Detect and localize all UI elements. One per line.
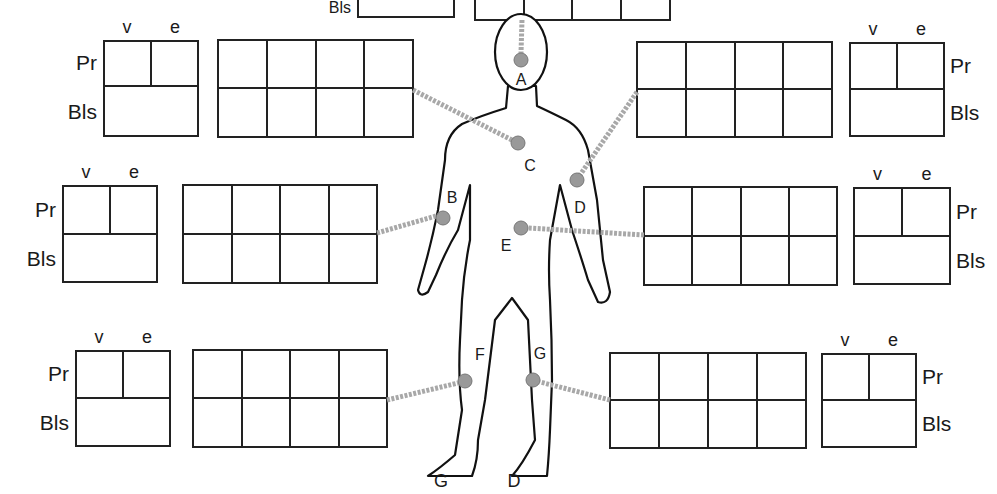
column-heading: e [921,165,931,187]
column-heading: e [129,163,139,185]
row-heading: Bls [945,101,979,124]
measure-table: v ePrBls [821,329,951,448]
column-heading: v [869,20,878,42]
grid-box [193,350,387,447]
leader-line [377,216,436,233]
leader-line [521,20,522,53]
leader-line [528,228,644,235]
grid-box [218,40,413,137]
point-dot [514,53,528,67]
row-heading: Bls [951,249,985,272]
row-heading: Bls [917,412,951,435]
grid-box [610,353,806,448]
row-heading: Bls [329,0,357,17]
grid-box [183,185,377,283]
row-heading: Pr [76,51,103,74]
column-heading: e [916,20,926,42]
row-heading: Pr [917,365,943,388]
leader-line [540,382,610,400]
point-label: C [524,157,536,174]
column-heading: v [873,165,882,187]
row-heading: Bls [68,100,103,123]
table-rule [901,187,951,236]
table-rule [109,185,158,234]
grid-box [637,42,832,137]
point-label: D [574,199,586,216]
side-label: D [508,471,521,491]
point-dot [458,374,472,388]
leader-line [580,92,637,175]
leader-line [413,90,512,140]
grid-box [475,0,670,20]
row-heading: Bls [40,411,75,434]
row-heading: Pr [951,200,977,223]
point-label: E [501,237,512,254]
point-label: B [447,189,458,206]
row-heading: Pr [35,198,62,221]
column-heading: v [95,328,104,350]
measure-table: v ePrBls [40,326,171,447]
head-outline [495,14,547,90]
point-dot [436,211,450,225]
label-anchor: B [447,189,458,207]
leader-lines [377,20,644,400]
measure-table: v ePrBls [849,18,979,137]
body-outline [418,86,610,476]
measure-table: v ePrBls [853,163,985,285]
leader-line [387,383,458,400]
side-label: G [434,471,448,491]
measure-table: v ePrBls [68,16,199,137]
table-rule [122,350,171,398]
label-anchor: D [508,472,521,492]
measure-table: Bls [329,0,455,18]
grid-box [644,187,837,285]
table-border [357,0,455,18]
table-rule [150,40,199,86]
point-label: F [475,346,485,363]
label-anchor: C [524,157,536,175]
column-heading: e [142,328,152,350]
column-heading: v [82,163,91,185]
column-heading: e [170,18,180,40]
label-anchor: G [534,345,546,363]
label-anchor: F [475,346,485,364]
column-heading: v [123,18,132,40]
point-dots [436,53,584,388]
point-dot [514,221,528,235]
column-heading: e [888,331,898,353]
table-rule [868,353,917,400]
point-label: A [516,71,527,88]
point-dot [570,173,584,187]
column-heading: v [841,331,850,353]
point-label: G [534,345,546,362]
label-anchor: D [574,199,586,217]
table-rule [896,42,945,89]
label-anchor: E [501,237,512,255]
label-anchor: A [516,71,527,89]
label-anchor: G [434,472,448,492]
point-dot [526,373,540,387]
measure-table: v ePrBls [27,161,158,283]
point-dot [511,136,525,150]
row-heading: Pr [48,362,75,385]
row-heading: Bls [27,247,62,270]
row-heading: Pr [945,54,971,77]
